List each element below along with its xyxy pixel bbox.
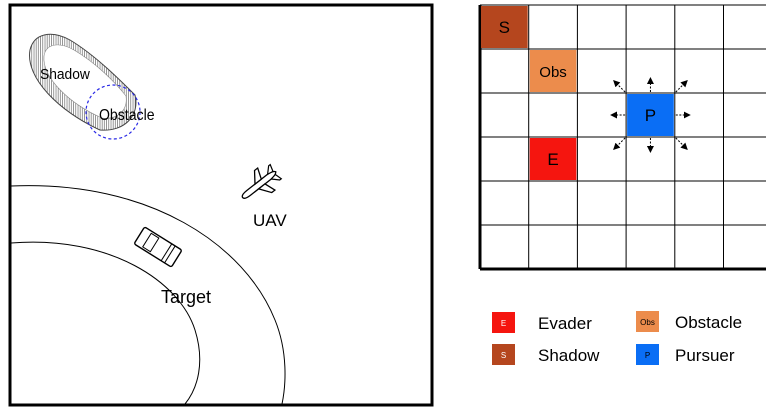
pursuer-move-arrow [675, 79, 688, 93]
obstacle-circle [85, 84, 141, 140]
uav-label: UAV [253, 211, 287, 230]
legend-item-shadow: S Shadow [492, 344, 600, 365]
legend: E Evader Obs Obstacle S Shadow P Pursuer [492, 311, 742, 365]
obstacle-label: Obstacle [99, 106, 155, 124]
scene-panel: Shadow Obstacle UAV Target [8, 3, 434, 407]
road-inner-edge [10, 241, 201, 405]
grid-cell-shadow [481, 6, 528, 48]
grid-cell-shadow-label: S [499, 18, 510, 37]
grid-lines [478, 4, 766, 271]
shadow-label: Shadow [40, 67, 90, 84]
uav-icon [241, 163, 283, 199]
legend-obstacle-label: Obstacle [675, 313, 742, 332]
legend-pursuer-label: Pursuer [675, 346, 735, 365]
grid-cell-evader-label: E [547, 150, 558, 169]
legend-shadow-label: Shadow [538, 346, 600, 365]
pursuer-move-arrow [675, 137, 688, 151]
legend-item-obstacle: Obs Obstacle [636, 311, 742, 332]
legend-obstacle-icon-text: Obs [640, 318, 655, 327]
target-label: Target [161, 287, 211, 307]
legend-item-evader: E Evader [492, 312, 592, 333]
legend-evader-swatch [492, 312, 515, 333]
grid-cell-evader [529, 138, 577, 180]
road-outer-edge [10, 185, 286, 405]
legend-shadow-icon-text: S [501, 351, 506, 360]
grid-cell-obstacle-label: Obs [539, 64, 567, 81]
legend-pursuer-swatch [636, 344, 659, 365]
legend-pursuer-icon-text: P [645, 351, 650, 360]
pursuer-move-arrows [610, 77, 691, 153]
pursuer-move-arrow [613, 137, 626, 151]
legend-evader-label: Evader [538, 314, 592, 333]
pursuer-move-arrow [613, 79, 626, 93]
legend-obstacle-swatch [636, 311, 659, 332]
grid-cell-pursuer-label: P [645, 106, 656, 125]
legend-item-pursuer: P Pursuer [636, 344, 735, 365]
shadow-region [29, 33, 137, 131]
grid-cell-obstacle [529, 50, 577, 92]
target-car-icon [134, 226, 182, 268]
legend-evader-icon-text: E [501, 319, 506, 328]
grid-cell-pursuer [627, 94, 674, 136]
legend-shadow-swatch [492, 344, 515, 365]
